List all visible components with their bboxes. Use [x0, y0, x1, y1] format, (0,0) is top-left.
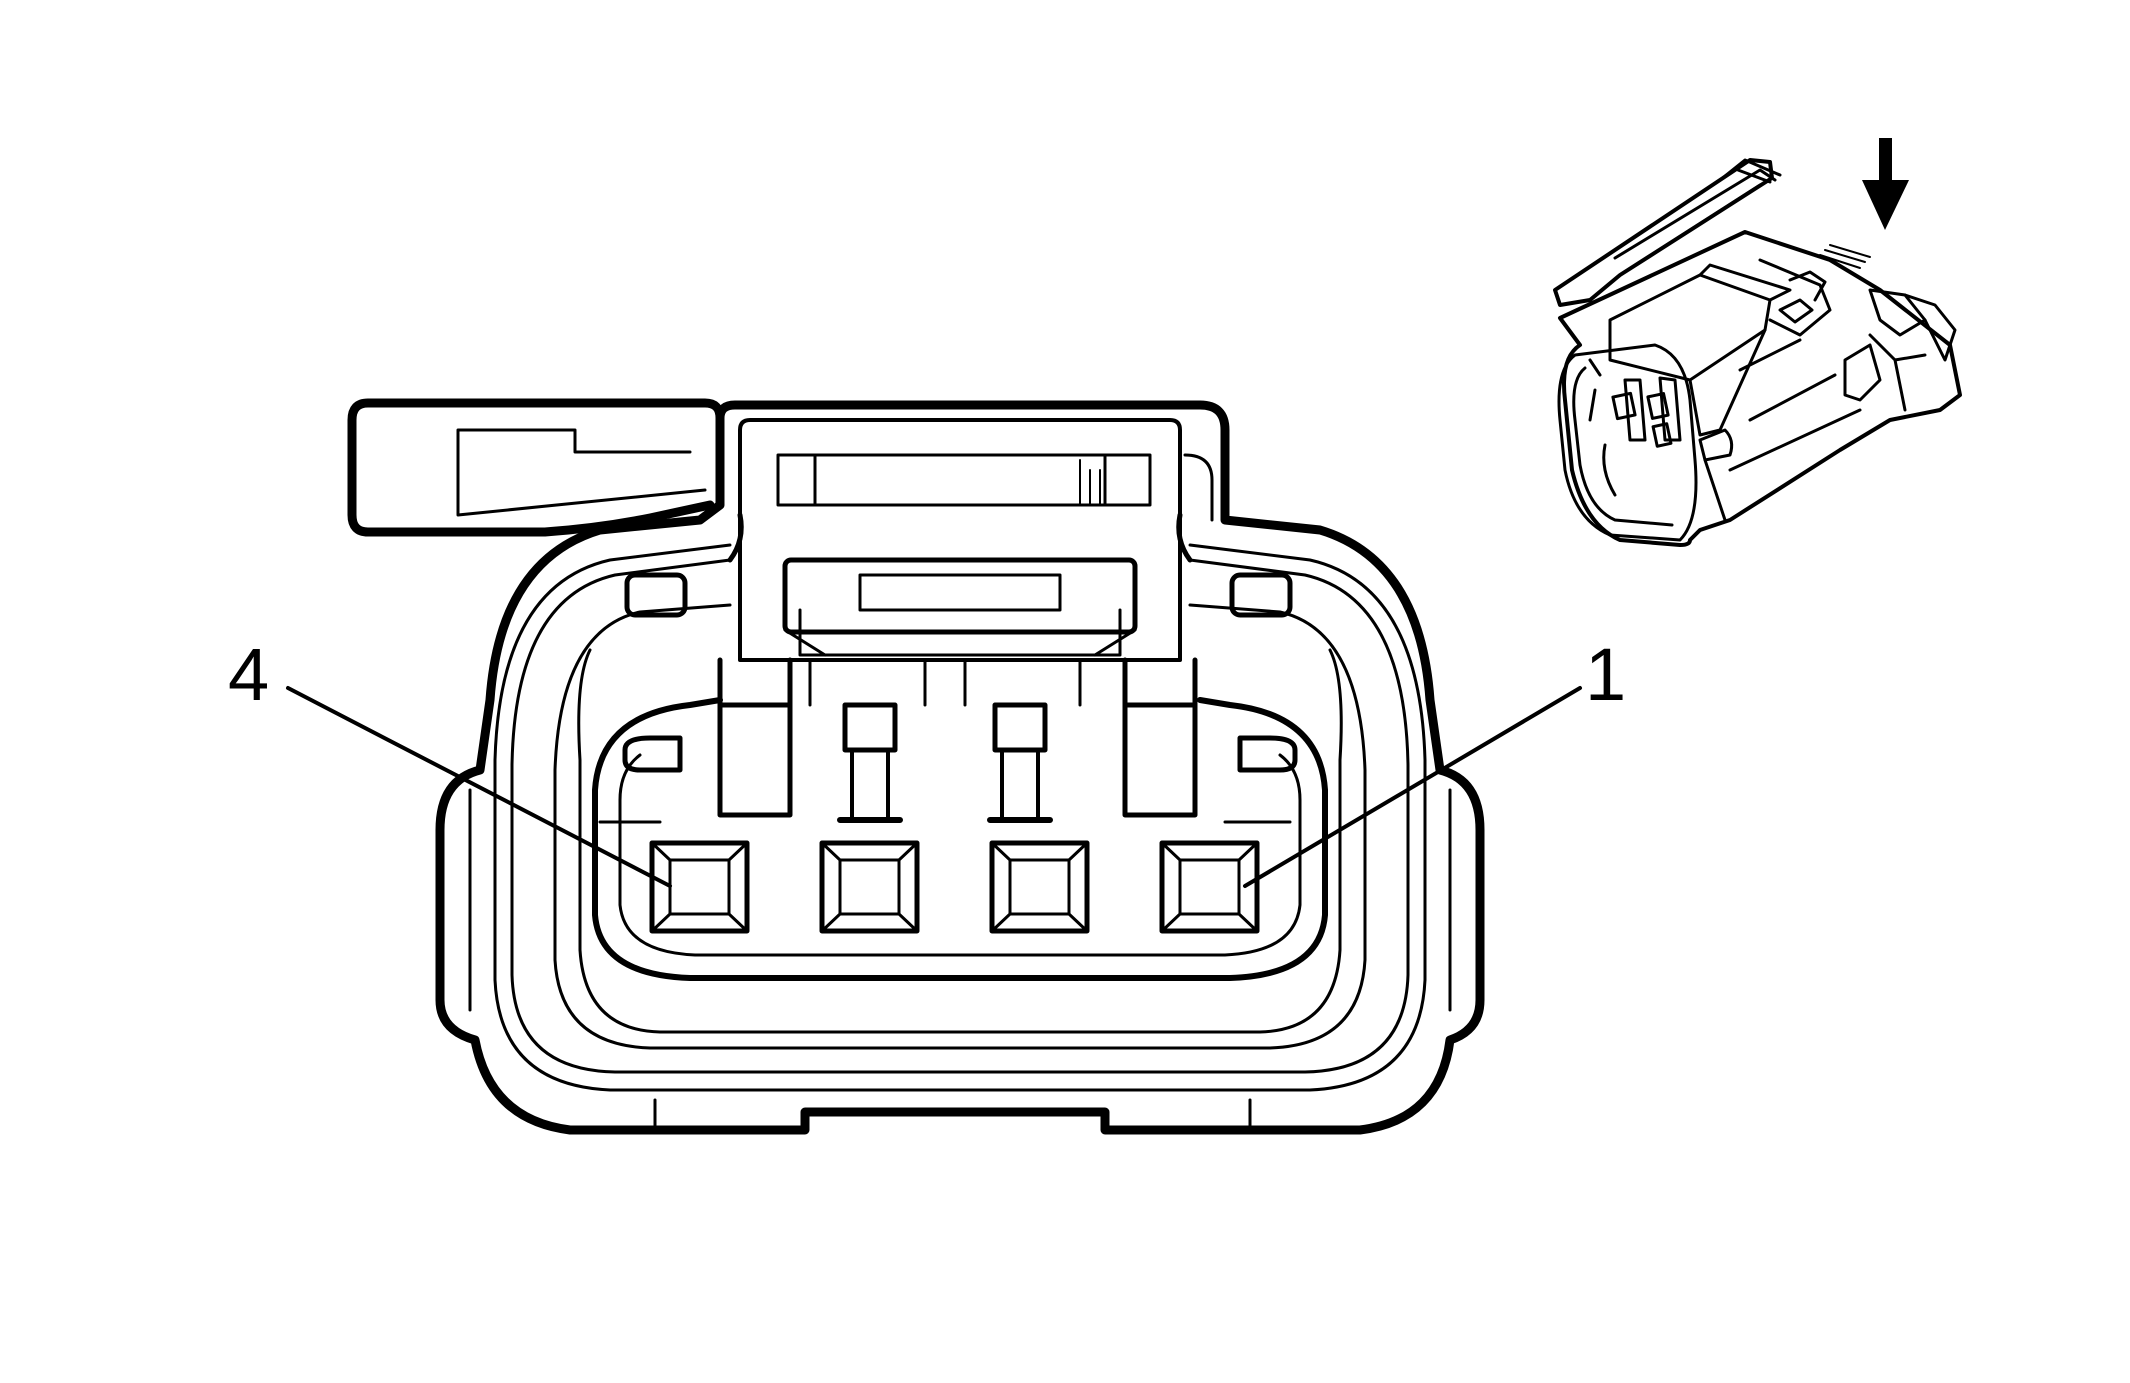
pin-label-4: 4 — [228, 633, 269, 716]
side-latch-windows — [622, 572, 1298, 773]
cavity-1 — [1159, 840, 1260, 934]
pin-label-1: 1 — [1585, 633, 1626, 716]
cavity-2 — [989, 840, 1090, 934]
inner-cavity-block — [592, 697, 1328, 981]
cavity-4 — [649, 840, 750, 934]
terminal-cavities — [649, 840, 1260, 934]
insertion-arrow-icon — [1862, 138, 1909, 230]
inner-cavity-outline — [598, 753, 1302, 957]
key-ribs — [717, 657, 1198, 823]
leader-line-pin-4 — [286, 686, 672, 888]
housing-rings — [493, 543, 1427, 1092]
cavity-3 — [819, 840, 920, 934]
connector-isometric-inset — [1553, 158, 1962, 547]
top-lock-housing — [727, 418, 1214, 662]
connector-housing — [435, 400, 1485, 1135]
locking-tab — [347, 398, 725, 537]
leader-line-pin-1 — [1243, 686, 1582, 888]
